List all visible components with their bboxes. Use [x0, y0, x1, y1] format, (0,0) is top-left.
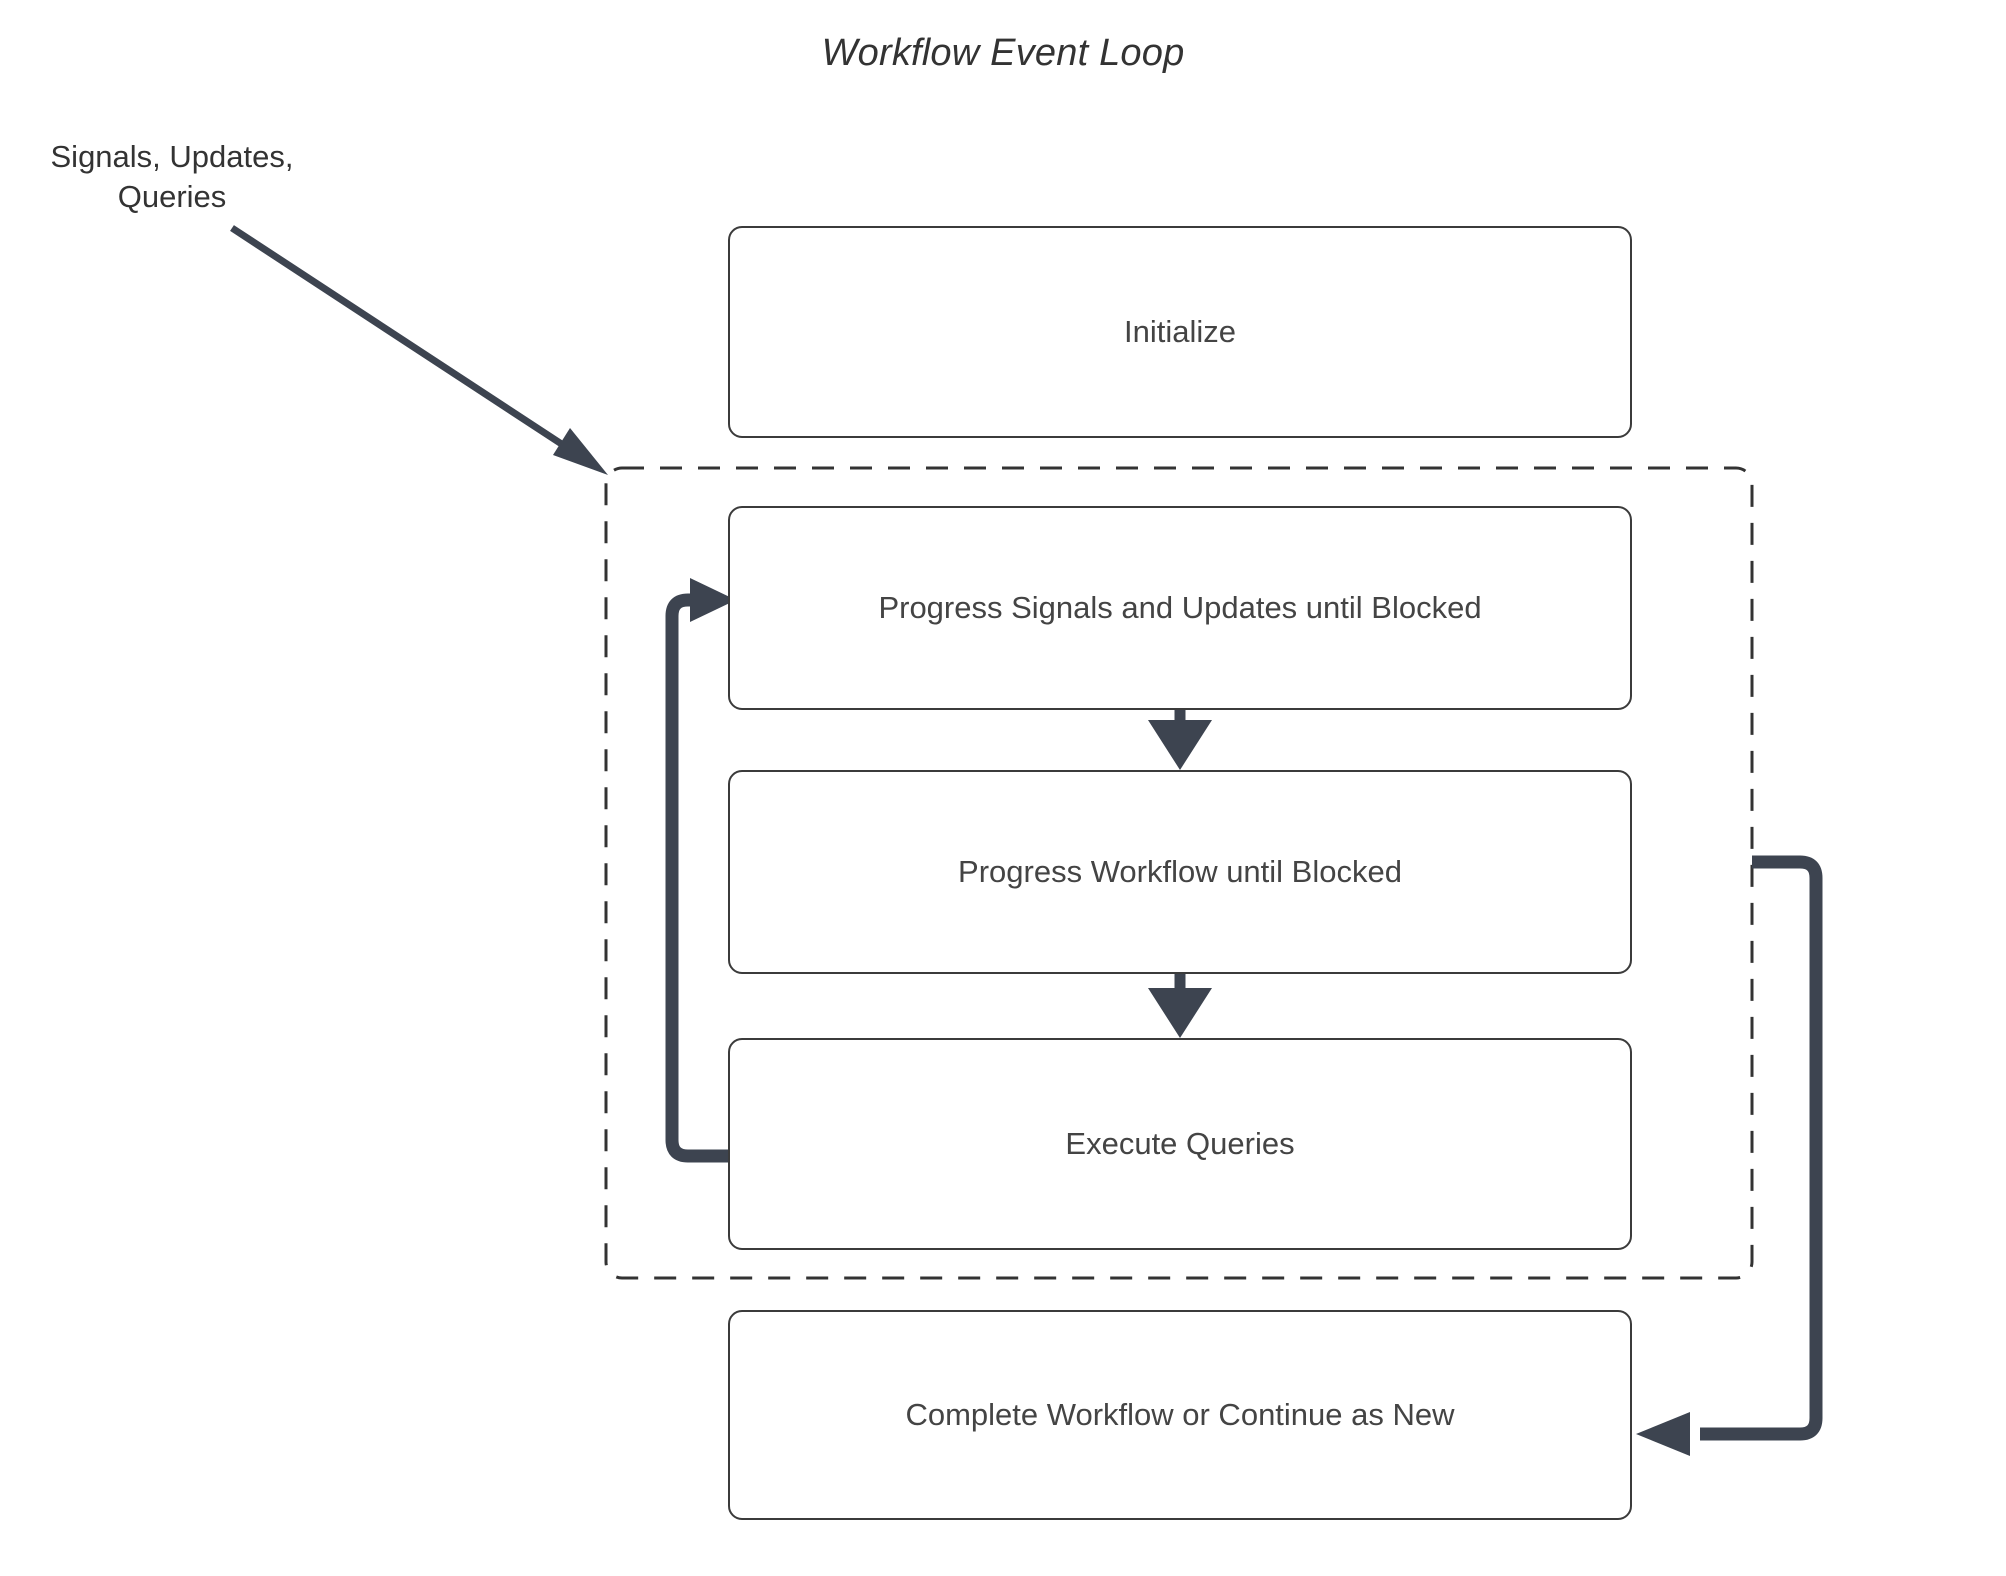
inbound-signals-label-line2: Queries	[117, 178, 227, 214]
edge-inbound-signals-arrow	[230, 225, 608, 475]
inbound-signals-label: Signals, Updates, Queries	[22, 137, 322, 216]
node-execute-queries[interactable]: Execute Queries	[728, 1038, 1632, 1250]
node-progress-workflow-label: Progress Workflow until Blocked	[958, 853, 1402, 889]
edge-loop-exit-arrow	[1636, 855, 1823, 1456]
node-execute-queries-label: Execute Queries	[1065, 1125, 1295, 1161]
node-complete-workflow-label: Complete Workflow or Continue as New	[905, 1396, 1455, 1432]
node-complete-workflow[interactable]: Complete Workflow or Continue as New	[728, 1310, 1632, 1520]
inbound-signals-label-line1: Signals, Updates,	[50, 139, 294, 174]
edge-workflow-to-queries-arrow	[1148, 974, 1212, 1038]
edge-signals-to-workflow-arrow	[1148, 710, 1212, 770]
node-initialize-label: Initialize	[1124, 313, 1236, 349]
node-progress-signals[interactable]: Progress Signals and Updates until Block…	[728, 506, 1632, 710]
node-initialize[interactable]: Initialize	[728, 226, 1632, 438]
page-title: Workflow Event Loop	[821, 32, 1185, 74]
node-progress-workflow[interactable]: Progress Workflow until Blocked	[728, 770, 1632, 974]
edge-loop-back-arrow	[665, 578, 736, 1163]
node-progress-signals-label: Progress Signals and Updates until Block…	[878, 589, 1482, 625]
